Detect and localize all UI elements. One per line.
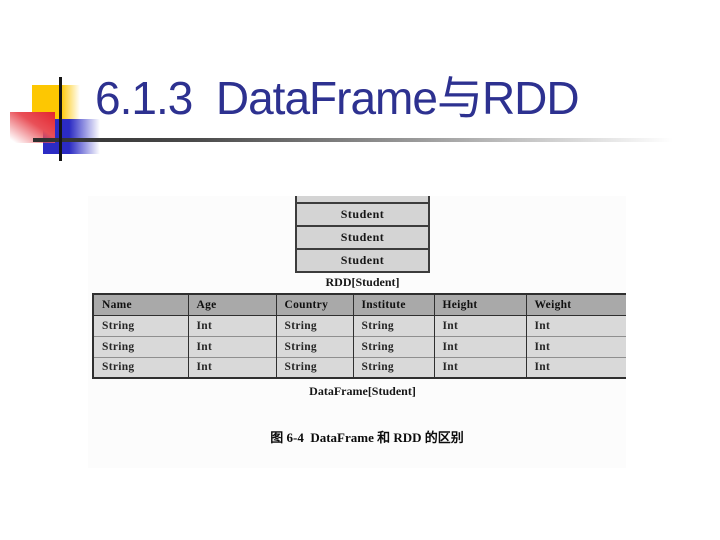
table-cell: Int — [433, 335, 527, 357]
table-cell: Int — [433, 356, 527, 378]
table-cell: Int — [187, 356, 277, 378]
table-cell: String — [92, 335, 189, 357]
table-cell: String — [92, 314, 189, 336]
table-cell: String — [352, 335, 435, 357]
rdd-box: Student — [295, 225, 430, 250]
rdd-box-clipped — [295, 196, 430, 202]
column-header: Height — [433, 293, 527, 316]
table-cell: String — [275, 335, 354, 357]
table-header-row: Name Age Country Institute Height Weight — [92, 293, 626, 316]
table-cell: Int — [187, 335, 277, 357]
table-cell: Int — [525, 335, 626, 357]
dataframe-label: DataFrame[Student] — [309, 384, 416, 398]
table-cell: String — [352, 314, 435, 336]
dataframe-table-clip: Name Age Country Institute Height Weight… — [92, 293, 626, 382]
rdd-box: Student — [295, 248, 430, 273]
table-cell: Int — [187, 314, 277, 336]
table-cell: String — [275, 314, 354, 336]
rdd-box-stack: Student Student Student — [295, 196, 430, 273]
accent-red-square — [10, 112, 55, 143]
figure-caption: 图 6-4 DataFrame 和 RDD 的区别 — [270, 430, 464, 445]
table-row: String Int String String Int Int — [92, 314, 626, 336]
table-cell: String — [275, 356, 354, 378]
column-header: Age — [187, 293, 277, 316]
dataframe-schema-table: Name Age Country Institute Height Weight… — [92, 293, 626, 379]
table-cell: Int — [433, 314, 527, 336]
table-cell: Int — [525, 314, 626, 336]
table-cell: String — [352, 356, 435, 378]
table-cell: String — [92, 356, 189, 378]
slide-title: 6.1.3 DataFrame与RDD — [95, 72, 580, 124]
table-cell: Int — [525, 356, 626, 378]
rdd-label: RDD[Student] — [325, 275, 400, 289]
column-header: Weight — [525, 293, 626, 316]
rdd-box: Student — [295, 202, 430, 227]
column-header: Institute — [352, 293, 435, 316]
table-row: String Int String String Int Int — [92, 356, 626, 378]
title-underline-rule — [33, 138, 673, 142]
figure-image: Student Student Student RDD[Student] Nam… — [88, 196, 626, 468]
column-header: Name — [92, 293, 189, 316]
column-header: Country — [275, 293, 354, 316]
crosshair-vertical-line — [59, 77, 62, 161]
table-row: String Int String String Int Int — [92, 335, 626, 357]
